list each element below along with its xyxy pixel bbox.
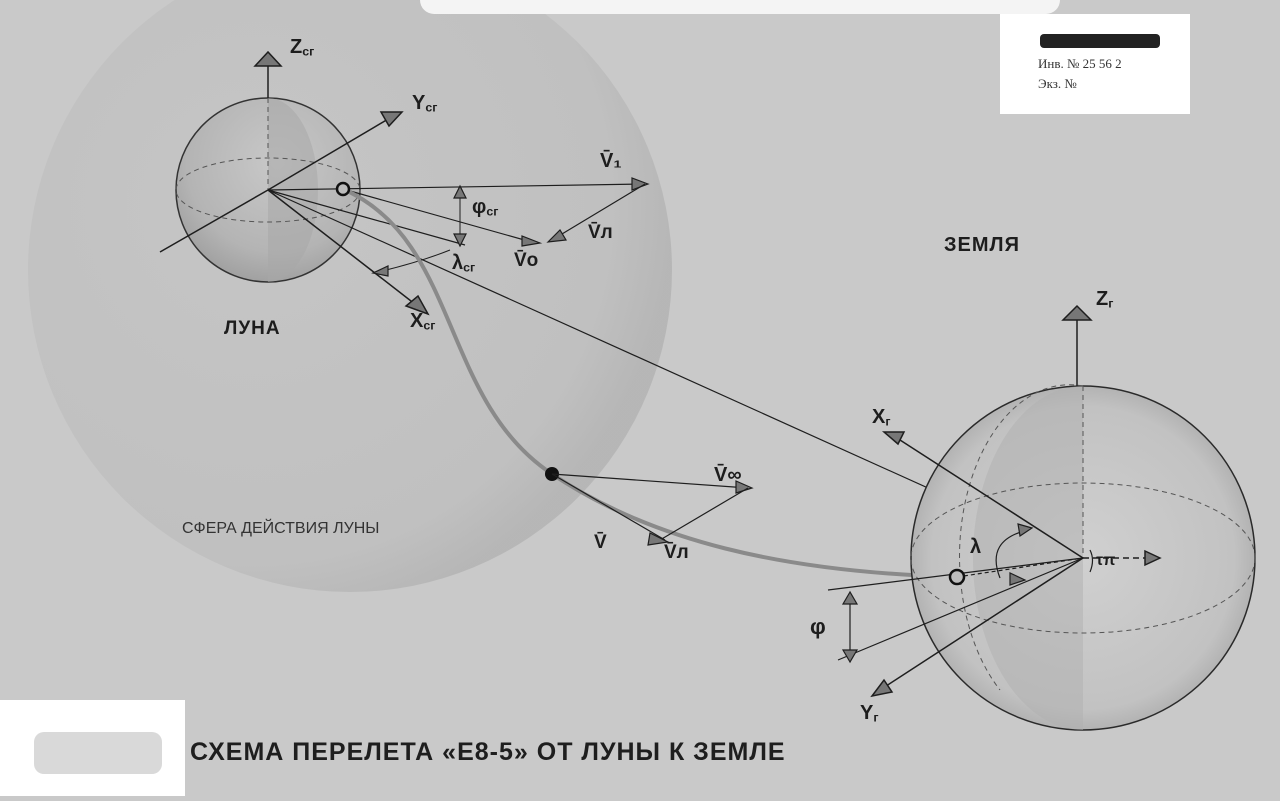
sphere-of-influence-label: СФЕРА ДЕЙСТВИЯ ЛУНЫ bbox=[182, 520, 380, 537]
v-lunar-label: V̄л bbox=[664, 542, 689, 563]
stamp-redaction bbox=[1040, 34, 1160, 48]
moon-name-label: ЛУНА bbox=[224, 318, 281, 339]
earth-x-axis-label: Xг bbox=[872, 406, 891, 429]
moon-z-axis-label: Zсг bbox=[290, 36, 315, 59]
moon-y-axis-label: Yсг bbox=[412, 92, 438, 115]
earth-arrival-point bbox=[948, 568, 966, 586]
earth-lambda-label: λ bbox=[970, 536, 982, 558]
earth-y-axis-label: Yг bbox=[860, 702, 879, 725]
moon-launch-point bbox=[335, 181, 351, 197]
top-redaction-band bbox=[420, 0, 1060, 14]
earth-z-axis-label: Zг bbox=[1096, 288, 1114, 311]
archive-stamp: Инв. № 25 56 2 Экз. № bbox=[1000, 14, 1190, 114]
earth-angles bbox=[827, 523, 1094, 664]
moon-lambda-label: λсг bbox=[452, 252, 476, 275]
diagram-title: СХЕМА ПЕРЕЛЕТА «Е8-5» ОТ ЛУНЫ К ЗЕМЛЕ bbox=[190, 738, 786, 766]
v-infinity-label: V̄∞ bbox=[714, 464, 742, 486]
earth-tau-label: τπ bbox=[1096, 552, 1116, 569]
earth-axes bbox=[870, 304, 1162, 698]
bottom-left-redaction bbox=[0, 700, 185, 796]
v-label: V̄ bbox=[594, 532, 607, 553]
copy-number: Экз. № bbox=[1038, 76, 1077, 91]
earth-name-label: ЗЕМЛЯ bbox=[944, 234, 1020, 256]
redaction-patch bbox=[34, 732, 162, 774]
moon-sphere-of-influence bbox=[28, 0, 672, 592]
inventory-number: Инв. № 25 56 2 bbox=[1038, 56, 1122, 71]
moon-v0-label: V̄о bbox=[514, 250, 539, 271]
moon-phi-label: φсг bbox=[472, 196, 499, 219]
exit-vectors bbox=[551, 473, 754, 546]
moon-axes bbox=[159, 50, 430, 316]
moon-v1-label: V̄₁ bbox=[600, 150, 622, 172]
moon-x-axis-label: Xсг bbox=[410, 310, 436, 333]
moon-vl-label: V̄л bbox=[588, 222, 613, 243]
earth-phi-label: φ bbox=[810, 614, 826, 639]
